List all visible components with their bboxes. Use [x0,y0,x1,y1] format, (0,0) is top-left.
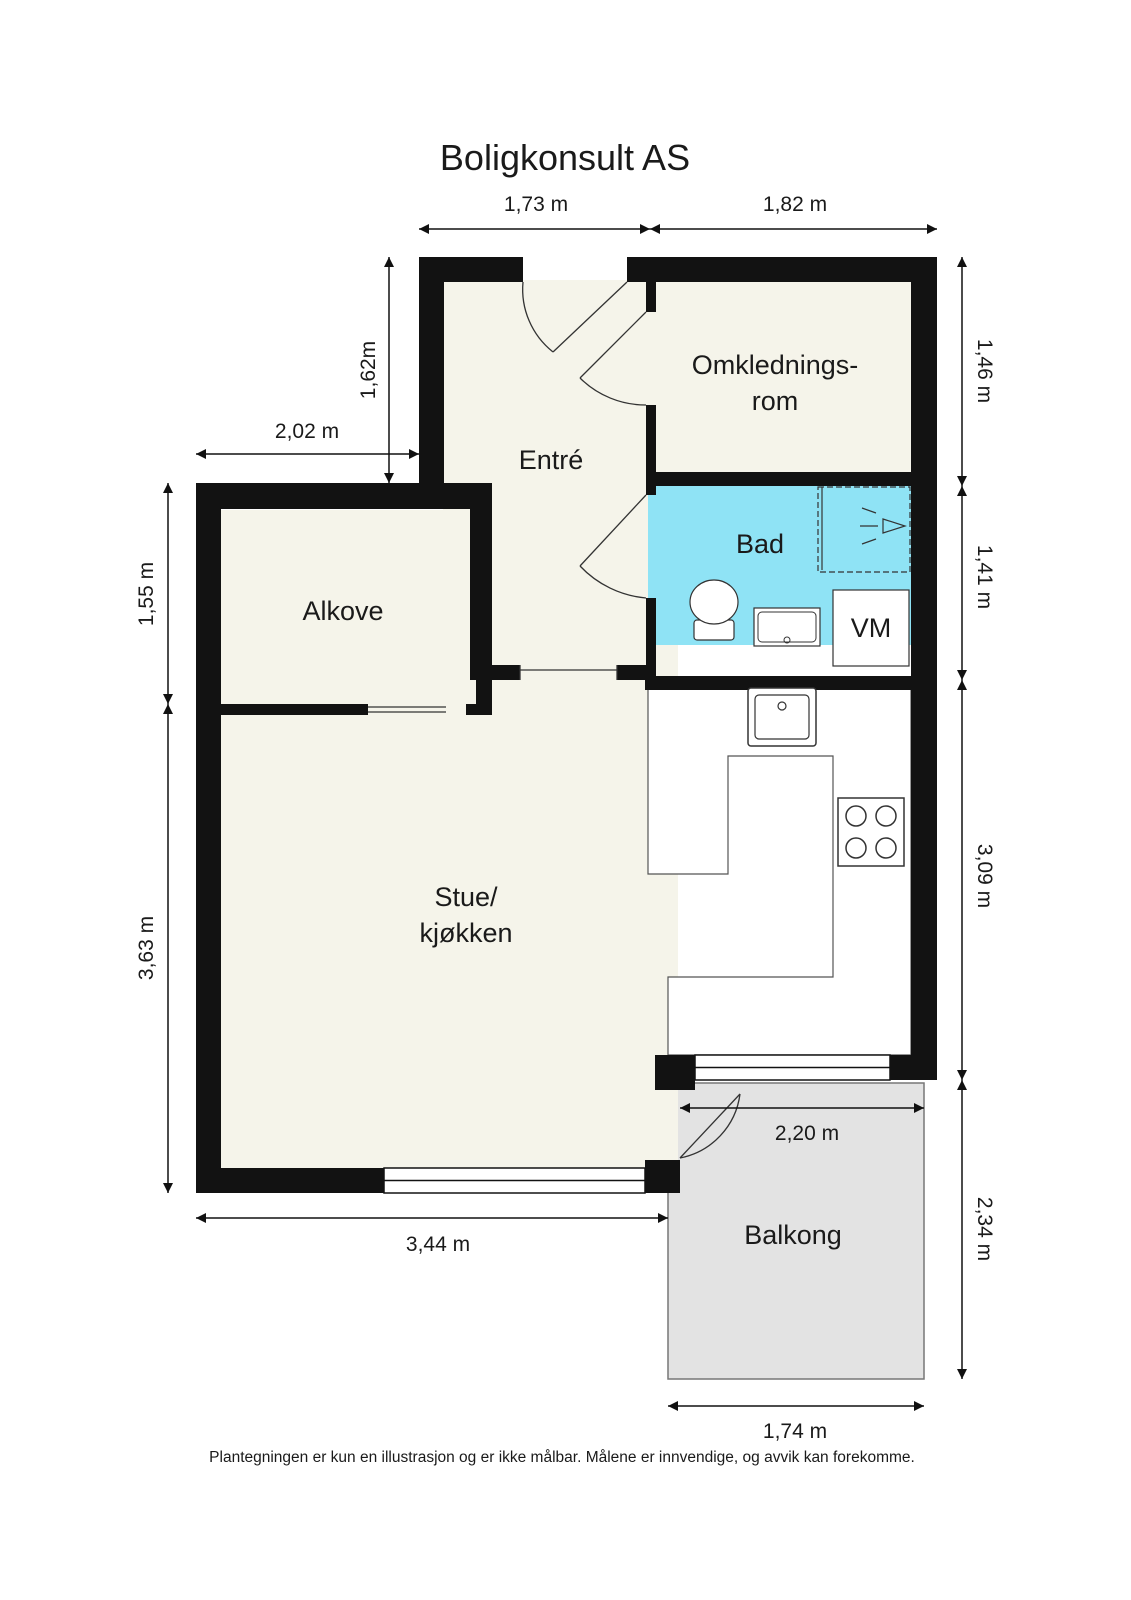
dim-alkove-height: 1,55 m [135,562,158,626]
dim-stue-width: 3,44 m [406,1233,470,1256]
kitchen-sink-icon [747,687,817,747]
room-label-stue-1: Stue/ [434,882,498,912]
windows [383,1054,891,1194]
kitchen-fixtures [747,687,905,867]
room-label-omkledningsrom-2: rom [752,386,799,416]
room-label-bad: Bad [736,529,784,559]
room-labels: Omklednings- rom Entré Bad VM Alkove Stu… [302,350,891,1250]
room-label-omkledningsrom-1: Omklednings- [692,350,859,380]
bathroom-sink-icon [753,607,821,647]
toilet-icon [689,579,739,625]
dim-bad-height: 1,41 m [973,545,996,609]
dim-balcony-width-inner: 2,20 m [775,1122,839,1145]
dim-kitchen-height: 3,09 m [973,844,996,908]
dim-omkledning-height: 1,46 m [973,339,996,403]
dimension-lines [163,224,967,1411]
footer-disclaimer: Plantegningen er kun en illustrasjon og … [209,1449,915,1466]
dimension-labels: 1,73 m 1,82 m 1,62m 2,02 m 1,55 m 3,63 m… [135,193,996,1443]
dim-stue-height: 3,63 m [135,916,158,980]
room-label-entre: Entré [519,445,584,475]
dim-balcony-width-outer: 1,74 m [763,1420,827,1443]
balcony-floor [667,1082,925,1380]
room-floors [220,280,912,1170]
shower-area [817,486,911,573]
stove-icon [837,797,905,867]
room-label-vm: VM [851,613,892,643]
dim-balcony-depth: 2,34 m [973,1197,996,1261]
dim-top-left: 1,73 m [504,193,568,216]
dim-alkove-width: 2,02 m [275,420,339,443]
washing-machine-box [832,589,910,667]
bathroom-fixtures [689,486,911,667]
room-label-alkove: Alkove [302,596,383,626]
dim-top-right: 1,82 m [763,193,827,216]
room-label-balkong: Balkong [744,1220,842,1250]
walls [196,257,937,1193]
dim-entre-height: 1,62m [357,341,380,399]
omkledningsrom-floor [655,280,911,475]
shower-head-icon [882,518,907,534]
plan-title: Boligkonsult AS [440,137,690,178]
room-label-stue-2: kjøkken [419,918,512,948]
